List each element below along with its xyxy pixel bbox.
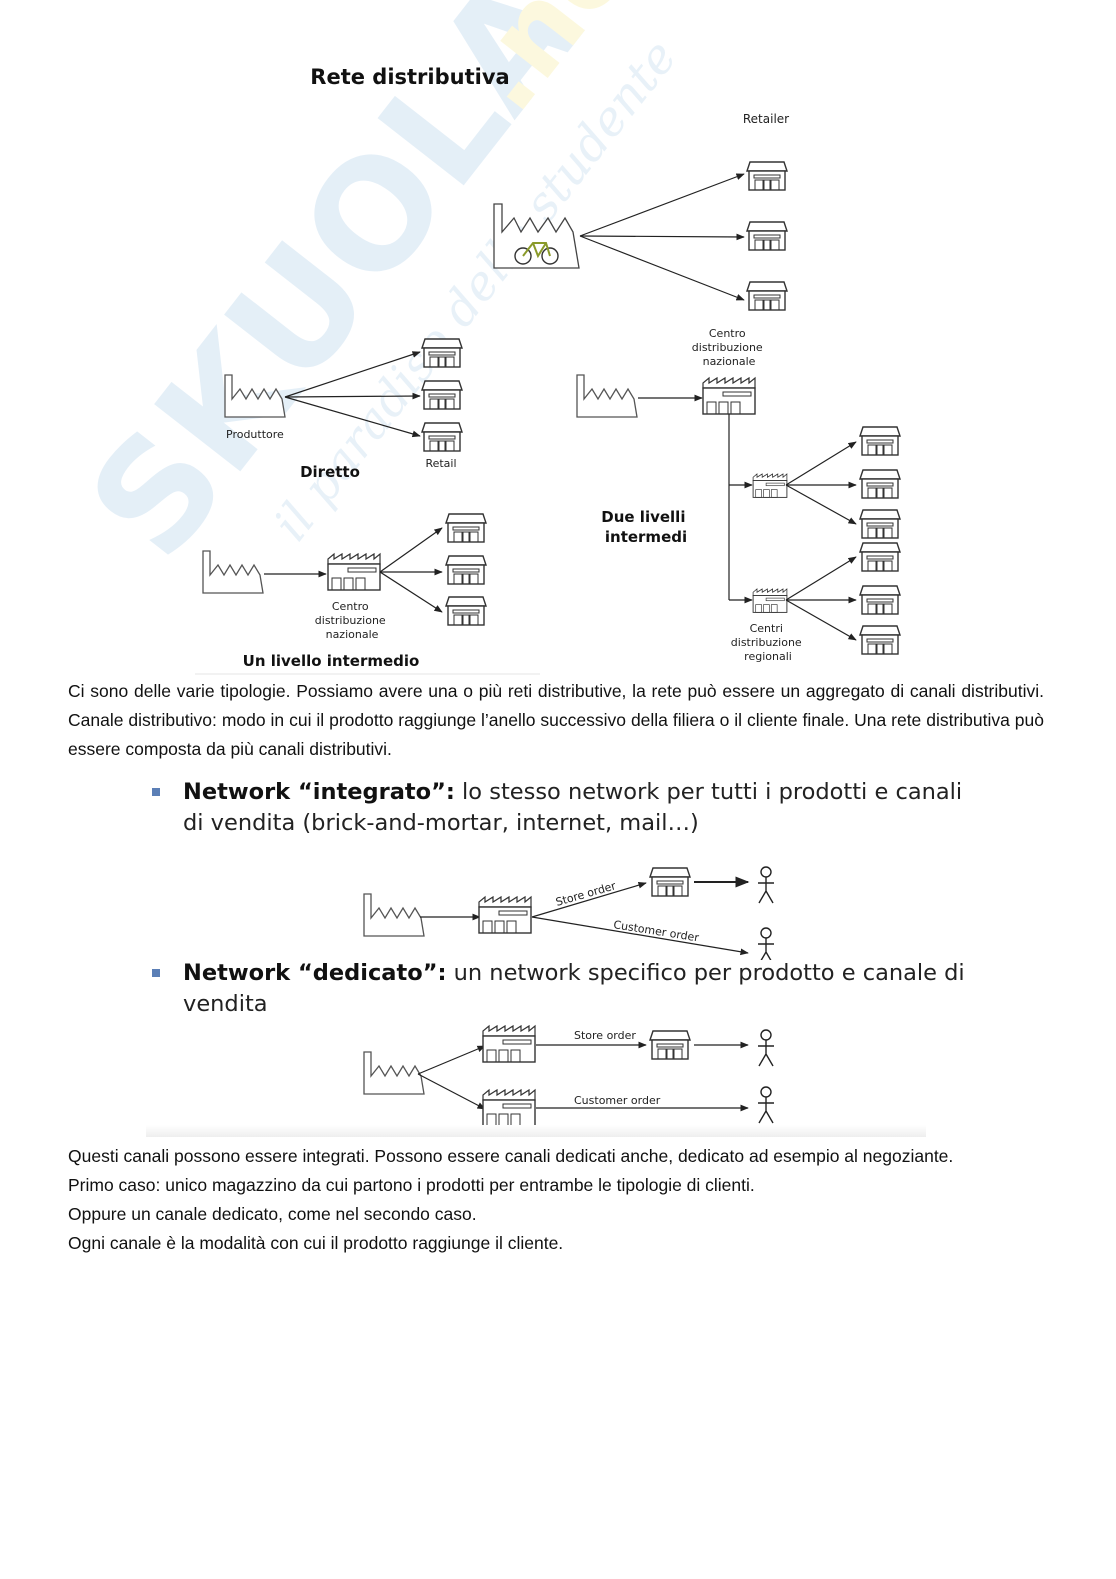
bullet-integrated-title: Network “integrato”: xyxy=(183,779,455,805)
bullet-integrated-text: lo stesso network per tutti i prodotti e… xyxy=(183,779,963,836)
arrow-regional-store xyxy=(785,599,857,641)
store-icon xyxy=(746,161,788,191)
paragraph-intro: Ci sono delle varie tipologie. Possiamo … xyxy=(68,681,1044,759)
text-line: Ogni canale è la modalità con cui il pro… xyxy=(68,1233,564,1253)
arrow-dc-store-1 xyxy=(379,527,443,573)
store-icon xyxy=(421,380,463,410)
store-icon xyxy=(746,281,788,311)
distribution-center-icon xyxy=(702,377,756,415)
arrow-retailer-3 xyxy=(579,235,745,301)
distribution-network-figure: Rete distributiva Retailer Produttore Di… xyxy=(195,65,901,675)
store-icon xyxy=(859,509,901,539)
factory-bike-icon xyxy=(493,203,580,269)
dedicated-network-diagram: Store order Customer order xyxy=(363,1025,775,1127)
store-icon xyxy=(445,513,487,543)
store-icon xyxy=(445,555,487,585)
bullet-dedicated: Network “dedicato”: un network specifico… xyxy=(152,958,972,1020)
store-icon xyxy=(859,426,901,456)
store-icon xyxy=(421,422,463,452)
text-line: Questi canali possono essere integrati. … xyxy=(68,1146,954,1166)
warehouse-icon xyxy=(482,1089,536,1127)
store-order-label: Store order xyxy=(554,879,618,909)
two-levels-label: Due livelli intermedi xyxy=(601,508,690,546)
bullet-dedicated-title: Network “dedicato”: xyxy=(183,960,447,986)
national-dc-label: Centro distribuzione nazionale xyxy=(315,600,389,641)
arrow-direct-1 xyxy=(284,351,421,398)
factory-icon xyxy=(363,893,425,937)
retail-label: Retail xyxy=(425,457,456,470)
retailer-label: Retailer xyxy=(743,112,789,126)
bullet-square-icon xyxy=(152,788,160,796)
integrated-network-diagram: Store order Customer order xyxy=(363,866,775,960)
bullet-integrated: Network “integrato”: lo stesso network p… xyxy=(152,777,972,839)
store-icon xyxy=(859,542,901,572)
text-line: Primo caso: unico magazzino da cui parto… xyxy=(68,1175,755,1195)
warehouse-icon xyxy=(482,1025,536,1063)
store-icon xyxy=(859,469,901,499)
factory-icon xyxy=(224,374,286,418)
store-icon xyxy=(859,625,901,655)
one-level-label: Un livello intermedio xyxy=(243,652,420,670)
bullet-dedicated-text: un network specifico per prodotto e cana… xyxy=(183,960,965,1017)
regional-dc-icon xyxy=(752,473,788,498)
store-icon xyxy=(649,1030,691,1060)
factory-icon xyxy=(363,1051,425,1095)
arrow-direct-3 xyxy=(284,396,421,438)
customer-icon xyxy=(757,866,775,904)
distribution-center-icon xyxy=(327,553,381,591)
image-bottom-edge xyxy=(146,1125,926,1137)
arrow-dc-store-3 xyxy=(379,571,443,613)
producer-label: Produttore xyxy=(226,428,284,441)
factory-icon xyxy=(202,550,264,594)
figure-title: Rete distributiva xyxy=(310,65,509,89)
text-line: Oppure un canale dedicato, come nel seco… xyxy=(68,1204,477,1224)
arrow-regional-store xyxy=(785,484,857,525)
arrow-regional-store xyxy=(785,441,857,486)
national-dc-label-2: Centro distribuzione nazionale xyxy=(692,327,766,368)
arrow-regional-store xyxy=(785,556,857,601)
arrow-retailer-1 xyxy=(579,173,745,237)
customer-icon xyxy=(757,1029,775,1067)
store-icon xyxy=(445,596,487,626)
factory-icon xyxy=(576,374,638,418)
store-icon xyxy=(421,338,463,368)
arrow-direct-2 xyxy=(284,392,421,400)
regional-dc-icon xyxy=(752,588,788,613)
store-order-label: Store order xyxy=(574,1029,636,1042)
store-icon xyxy=(746,221,788,251)
store-icon xyxy=(649,867,691,897)
regional-dc-label: Centri distribuzione regionali xyxy=(731,622,805,663)
customer-icon xyxy=(757,927,775,960)
direct-label: Diretto xyxy=(300,463,360,481)
customer-order-label: Customer order xyxy=(613,918,701,944)
customer-icon xyxy=(757,1086,775,1124)
customer-order-label: Customer order xyxy=(574,1094,661,1107)
store-icon xyxy=(859,585,901,615)
warehouse-icon xyxy=(478,896,532,934)
arrow-retailer-2 xyxy=(579,233,745,241)
bullet-square-icon xyxy=(152,969,160,977)
